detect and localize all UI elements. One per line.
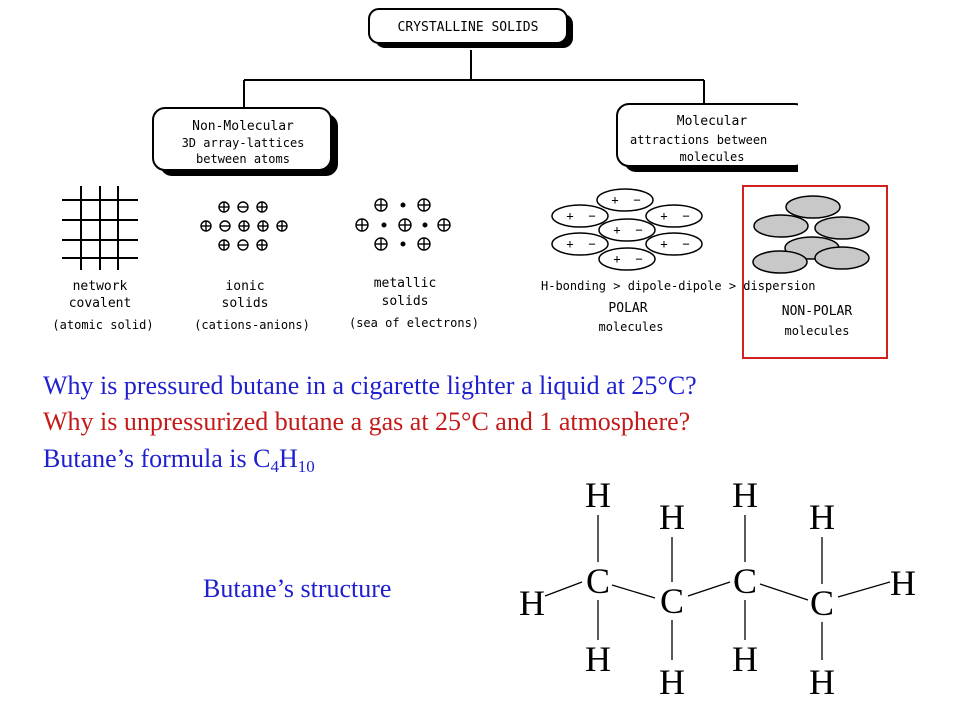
nonpolar-highlight-box <box>742 185 888 359</box>
svg-text:+: + <box>613 223 620 237</box>
polar-molecules-label: molecules <box>598 320 663 334</box>
butane-formula: Butane’s formula is C4H10 <box>43 444 315 477</box>
carbon-atom: C <box>660 581 684 621</box>
hydrogen-atom: H <box>519 583 545 623</box>
hydrogen-atom: H <box>585 475 611 515</box>
network-lattice-icon <box>62 186 138 270</box>
hydrogen-atom: H <box>659 662 685 702</box>
tree-connectors <box>243 50 705 110</box>
molecular-title: Molecular <box>677 114 748 129</box>
non-molecular-node: Non-Molecular 3D array-lattices between … <box>152 107 338 176</box>
metallic-label-1: metallic <box>374 276 437 291</box>
hydrogen-atom: H <box>809 497 835 537</box>
non-molecular-title: Non-Molecular <box>192 119 294 134</box>
svg-text:−: − <box>633 193 640 207</box>
molecular-node: Molecular attractions between molecules <box>616 100 838 180</box>
hydrogen-atom: H <box>585 639 611 679</box>
nonpolar-molecules-label: molecules <box>784 324 849 338</box>
formula-h: H <box>278 444 298 473</box>
network-label-1: network <box>73 279 128 294</box>
svg-text:−: − <box>588 209 595 223</box>
hydrogen-atom: H <box>732 639 758 679</box>
carbon-atom: C <box>586 561 610 601</box>
ionic-label-3: (cations-anions) <box>194 318 310 332</box>
svg-text:−: − <box>635 252 642 266</box>
svg-text:+: + <box>660 237 667 251</box>
hydrogen-subscript: 10 <box>297 457 315 476</box>
ionic-label-1: ionic <box>225 279 264 294</box>
formula-text: Butane’s formula is C <box>43 444 271 473</box>
metallic-lattice-icon <box>355 198 451 251</box>
carbon-atom: C <box>733 561 757 601</box>
root-label: CRYSTALLINE SOLIDS <box>398 20 539 35</box>
svg-text:−: − <box>635 223 642 237</box>
polar-label: POLAR <box>608 301 647 316</box>
polarity-order-label: H-bonding > dipole-dipole > dispersion <box>541 279 816 293</box>
metallic-label-2: solids <box>382 294 429 309</box>
non-molecular-line-3: between atoms <box>196 152 290 166</box>
question-liquid: Why is pressured butane in a cigarette l… <box>43 371 697 400</box>
svg-text:+: + <box>613 252 620 266</box>
ionic-label-2: solids <box>222 296 269 311</box>
butane-structure-label: Butane’s structure <box>203 574 392 603</box>
polar-molecules-icon: + − + − + − + − + − + − + − <box>551 188 703 271</box>
svg-text:−: − <box>682 237 689 251</box>
butane-atoms: H H H H H C C C C H H H H H <box>519 475 916 702</box>
nonpolar-molecules-icon <box>752 195 870 274</box>
ionic-lattice-icon <box>200 201 288 251</box>
molecular-line-3: molecules <box>679 150 744 164</box>
non-molecular-line-2: 3D array-lattices <box>182 136 305 150</box>
hydrogen-atom: H <box>809 662 835 702</box>
svg-text:−: − <box>588 237 595 251</box>
nonpolar-label: NON-POLAR <box>782 304 853 319</box>
network-label-3: (atomic solid) <box>52 318 153 332</box>
svg-text:+: + <box>660 209 667 223</box>
hydrogen-atom: H <box>732 475 758 515</box>
metallic-label-3: (sea of electrons) <box>349 316 479 330</box>
carbon-subscript: 4 <box>270 457 279 476</box>
hydrogen-atom: H <box>659 497 685 537</box>
question-gas: Why is unpressurized butane a gas at 25°… <box>43 407 691 436</box>
svg-text:+: + <box>611 193 618 207</box>
svg-text:−: − <box>682 209 689 223</box>
molecular-line-2: attractions between <box>630 133 767 147</box>
svg-text:+: + <box>566 237 573 251</box>
root-node: CRYSTALLINE SOLIDS <box>368 8 573 48</box>
hydrogen-atom: H <box>890 563 916 603</box>
carbon-atom: C <box>810 583 834 623</box>
network-label-2: covalent <box>69 296 132 311</box>
svg-text:+: + <box>566 209 573 223</box>
butane-bonds <box>544 515 891 660</box>
